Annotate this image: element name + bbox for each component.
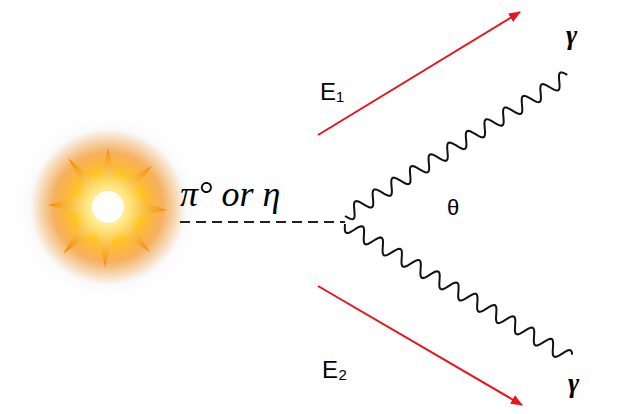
energy-label: E₂	[322, 356, 347, 384]
energy-arrow	[318, 12, 520, 135]
photon-wave	[345, 224, 572, 357]
angle-label: θ	[447, 195, 459, 220]
explosion-glow	[30, 129, 186, 285]
explosion-core	[92, 191, 124, 223]
photon-label: γ	[568, 368, 579, 399]
explosion-burst	[48, 148, 167, 268]
meson-label: π° or η	[180, 174, 280, 215]
photon-label: γ	[566, 20, 577, 51]
energy-label: E₁	[320, 78, 344, 106]
meson-track	[180, 221, 345, 223]
smoke-haze	[8, 107, 208, 307]
energy-arrow	[318, 286, 522, 405]
